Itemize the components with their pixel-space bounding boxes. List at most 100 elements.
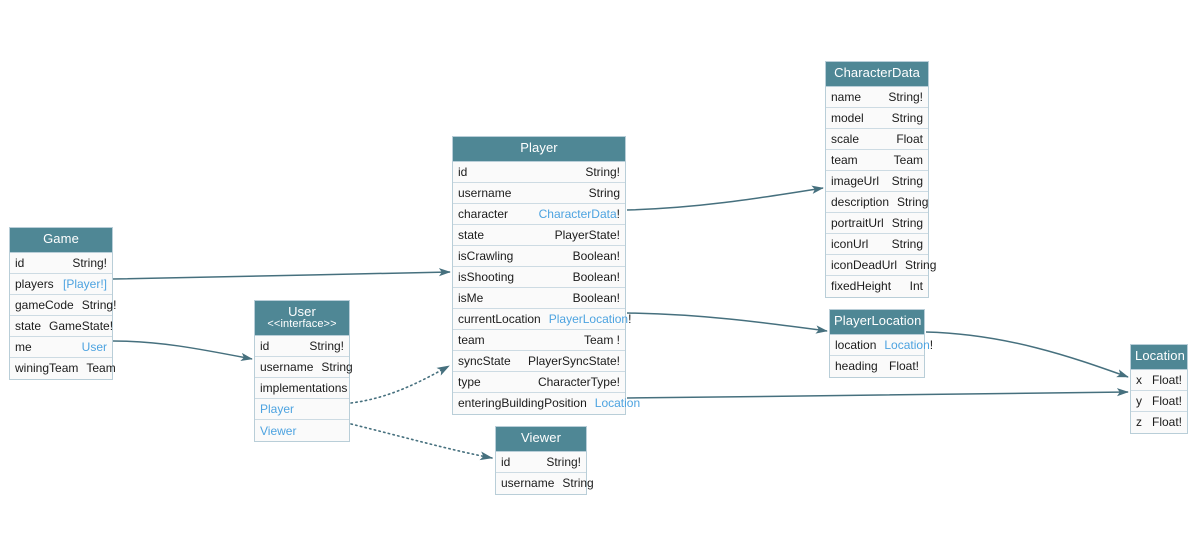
- field-name: x: [1136, 372, 1142, 387]
- field-type-nonnull-marker: !: [628, 311, 632, 326]
- field-name: id: [501, 454, 511, 469]
- entity-header-viewer: Viewer: [496, 427, 586, 452]
- field-type: String!: [577, 165, 620, 179]
- field-name: gameCode: [15, 297, 74, 312]
- field-name: portraitUrl: [831, 215, 884, 230]
- field-type: Int: [902, 279, 923, 293]
- field-type-scalar: GameState!: [49, 318, 114, 333]
- field-row[interactable]: Player: [255, 399, 349, 421]
- field-type: String: [884, 237, 923, 251]
- field-type-scalar: String: [897, 194, 929, 209]
- edge-game-me-user: [112, 340, 253, 361]
- edge-player-currentlocation-playerlocation: [626, 312, 828, 334]
- field-name: type: [458, 374, 481, 389]
- field-name: Viewer: [260, 423, 297, 438]
- field-type: Team: [886, 153, 923, 167]
- field-name: username: [501, 476, 555, 491]
- field-row[interactable]: fixedHeight Int: [826, 275, 928, 297]
- field-type-scalar: String!: [72, 255, 107, 270]
- field-name: imageUrl: [831, 173, 880, 188]
- field-name: Player: [260, 402, 295, 417]
- field-type: PlayerLocation!: [541, 312, 632, 326]
- field-type: CharacterType!: [530, 375, 620, 389]
- field-type-scalar: String!: [546, 454, 581, 469]
- field-row[interactable]: Viewer: [255, 420, 349, 442]
- field-type-ref[interactable]: [Player!]: [62, 276, 107, 291]
- field-type-ref[interactable]: User: [81, 339, 107, 354]
- field-name: fixedHeight: [831, 279, 892, 294]
- field-row[interactable]: type CharacterType!: [453, 371, 625, 393]
- field-name: scale: [831, 131, 860, 146]
- field-type: Boolean!: [565, 270, 620, 284]
- field-type-scalar: String!: [888, 89, 923, 104]
- field-type: String: [884, 216, 923, 230]
- field-name: model: [831, 110, 864, 125]
- entity-title: Game: [43, 231, 79, 246]
- field-type-scalar: Float!: [1151, 393, 1182, 408]
- field-row[interactable]: name String!: [826, 86, 928, 108]
- field-row[interactable]: implementations: [255, 378, 349, 400]
- field-row[interactable]: id String!: [496, 451, 586, 473]
- field-type: Location!: [876, 338, 933, 352]
- field-type: PlayerState!: [547, 228, 620, 242]
- field-type: Float!: [1144, 394, 1182, 408]
- field-type: Team: [78, 361, 115, 375]
- edge-player-enteringbuildingposition-location: [626, 388, 1129, 399]
- field-type: String!: [538, 455, 581, 469]
- edge-game-players-player: [112, 268, 451, 280]
- field-type-ref[interactable]: PlayerLocation: [548, 311, 629, 326]
- field-type-ref[interactable]: Location: [884, 337, 930, 352]
- field-type-scalar: Float!: [1151, 415, 1182, 430]
- entity-stereotype: <<interface>>: [267, 317, 337, 330]
- field-name: isCrawling: [458, 248, 514, 263]
- field-name: isMe: [458, 290, 484, 305]
- field-type-nonnull-marker: !: [929, 337, 934, 352]
- edge-playerlocation-location-location: [925, 331, 1129, 378]
- field-row[interactable]: players[Player!]: [10, 273, 112, 295]
- field-type-scalar: Int: [909, 279, 923, 294]
- field-name: name: [831, 89, 862, 104]
- field-type-scalar: Team !: [583, 332, 620, 347]
- field-type-ref[interactable]: Location: [594, 396, 641, 411]
- field-type-ref[interactable]: CharacterData: [538, 206, 617, 221]
